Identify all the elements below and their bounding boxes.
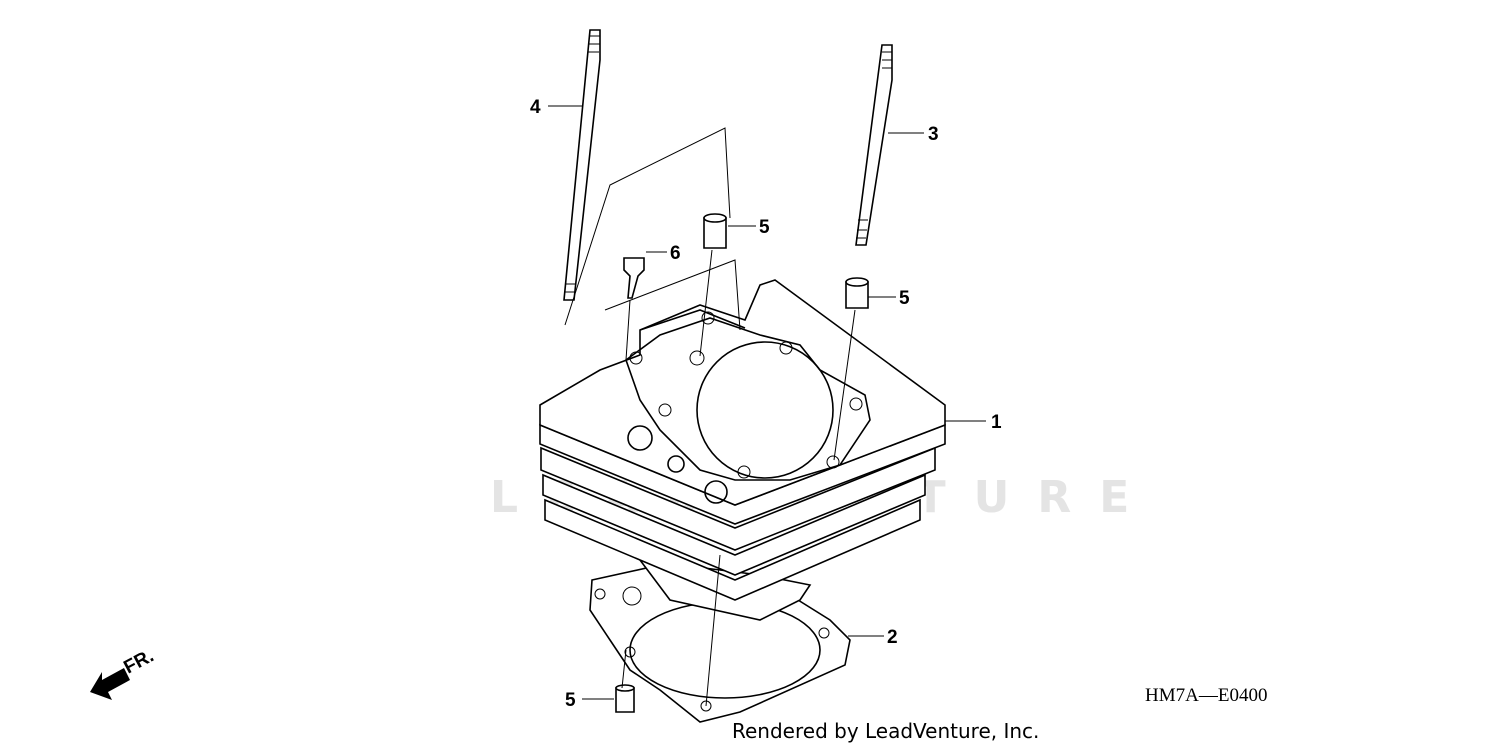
callout-5-bottom: 5 [565, 690, 576, 711]
callout-2: 2 [887, 627, 898, 648]
callout-5-right: 5 [899, 288, 910, 309]
callout-5-top: 5 [759, 217, 770, 238]
callout-1: 1 [991, 412, 1002, 433]
front-direction-indicator: FR. [90, 646, 157, 700]
cylinder-part [539, 279, 946, 621]
front-arrow-icon [90, 668, 130, 700]
callout-6: 6 [670, 243, 681, 264]
bolt-part [623, 257, 645, 299]
dowel-right-part [845, 277, 869, 309]
diagram-code: HM7A—E0400 [1145, 685, 1267, 706]
callout-3: 3 [928, 124, 939, 145]
leader-lines [548, 105, 986, 700]
dowel-top-part [703, 213, 727, 249]
stud-left-part [563, 29, 601, 301]
assembly-lines [564, 127, 856, 707]
dowel-bottom-part [615, 684, 635, 713]
stud-right-part [855, 44, 893, 246]
credit-text: Rendered by LeadVenture, Inc. [732, 719, 1039, 743]
callout-4: 4 [530, 97, 541, 118]
